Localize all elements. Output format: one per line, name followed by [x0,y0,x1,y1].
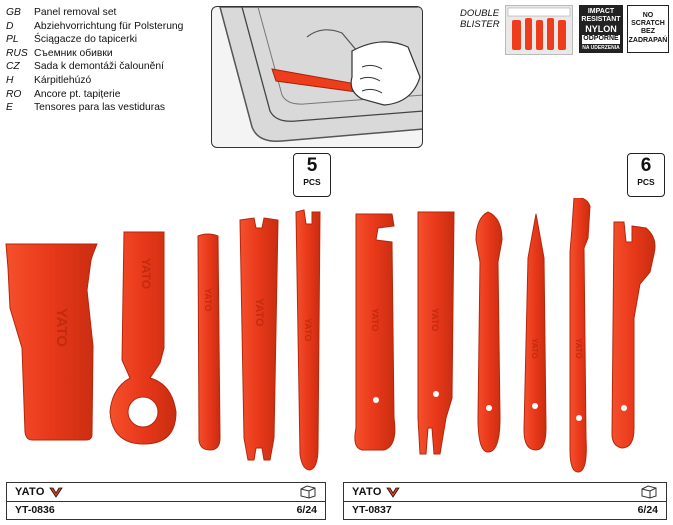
language-code: PL [6,34,19,46]
claw-pry-tool [611,221,656,449]
language-row: CZ Sada k demontáži čalounění [6,60,206,74]
tool-marking: YATO [370,308,380,331]
notched-pry-tool: YATO [354,213,396,451]
language-code: E [6,102,13,114]
product-name: Ściągacze do tapicerki [34,34,138,46]
language-row: D Abziehvorrichtung für Polsterung [6,20,206,34]
brand-name: YATO [352,486,382,498]
badge-text: BEZ [641,28,655,36]
brand-name: YATO [15,486,45,498]
blister-pack-image [505,5,573,55]
badge-text: IMPACT [587,8,615,15]
footer-brand-row: YATO [344,483,666,502]
no-scratch-badge: NO SCRATCH BEZ ZADRAPAŃ [627,5,669,53]
blister-label-line2: BLISTER [460,19,500,30]
product-name: Kárpitlehúzó [34,74,92,86]
product-footer: YATO YT-0837 6/24 [343,482,667,520]
language-code: CZ [6,61,20,73]
badge-text: NO SCRATCH [631,12,665,28]
product-name: Sada k demontáži čalounění [34,61,164,73]
product-name: Съемник обивки [34,47,113,59]
yato-logo-icon [386,487,400,498]
usage-illustration [219,7,422,142]
language-row: RUS Съемник обивки [6,47,206,61]
language-row: GB Panel removal set [6,6,206,20]
yato-logo-icon [49,487,63,498]
piece-count-box: 6 PCS [627,153,665,197]
badge-text: NYLON [585,24,617,35]
pack-quantity: 6/24 [296,504,317,516]
language-code: RUS [6,47,28,59]
notched-pry-tool: YATO [239,217,279,461]
language-list: GB Panel removal set D Abziehvorrichtung f… [6,6,206,115]
language-row: H Kárpitlehúzó [6,74,206,88]
tool-marking: YATO [430,308,440,331]
badge-text: ZADRAPAŃ [628,36,668,44]
tool-marking: YATO [530,338,539,359]
language-row: E Tensores para las vestiduras [6,101,206,115]
piece-count-unit: PCS [303,177,321,187]
product-code: YT-0837 [352,504,392,516]
pack-quantity: 6/24 [637,504,658,516]
language-code: RO [6,88,22,100]
product-name: Tensores para las vestiduras [34,102,166,114]
piece-count-box: 5 PCS [293,153,331,197]
fork-pry-tool: YATO [295,209,321,471]
wide-pry-tool: YATO [5,243,98,441]
fork-pry-tool: YATO [417,211,455,455]
ring-pry-tool: YATO [109,231,177,445]
usage-photo [211,6,423,148]
product-name: Panel removal set [34,7,117,18]
spatula-pry-tool [475,211,503,453]
product-name: Abziehvorrichtung für Polsterung [34,20,184,32]
product-code: YT-0836 [15,504,55,516]
badge-text: RESISTANT [581,16,621,24]
product-footer: YATO YT-0836 6/24 [6,482,326,520]
tool-marking: YATO [203,288,213,311]
piece-count: 5 [306,155,318,176]
tool-marking: YATO [139,258,153,289]
language-code: D [6,20,14,32]
piece-count-unit: PCS [637,177,655,187]
piece-count: 6 [640,155,652,176]
tool-marking: YATO [253,298,265,327]
badge-text: ODPORNE [582,35,620,44]
language-row: RO Ancore pt. tapițerie [6,88,206,102]
tool-marking: YATO [303,318,313,341]
pointed-pry-tool: YATO [523,213,547,451]
blister-label-line1: DOUBLE [460,8,500,19]
language-code: H [6,74,14,86]
footer-brand-row: YATO [7,483,325,502]
language-code: GB [6,7,21,18]
product-name: Ancore pt. tapițerie [34,88,121,100]
tool-marking: YATO [53,308,70,347]
impact-resistant-badge: IMPACT RESISTANT NYLON ODPORNE NA UDERZE… [579,5,623,53]
blister-label: DOUBLE BLISTER [460,8,500,30]
long-pry-tool: YATO [569,198,591,473]
package-box-icon [641,485,657,499]
tool-marking: YATO [574,338,583,359]
package-box-icon [300,485,316,499]
tools-illustration: YATO YATO YATO YATO YATO YATO YATO [5,198,656,473]
language-row: PL Ściągacze do tapicerki [6,33,206,47]
narrow-pry-tool: YATO [197,233,221,451]
badge-text: NA UDERZENIA [582,44,620,51]
